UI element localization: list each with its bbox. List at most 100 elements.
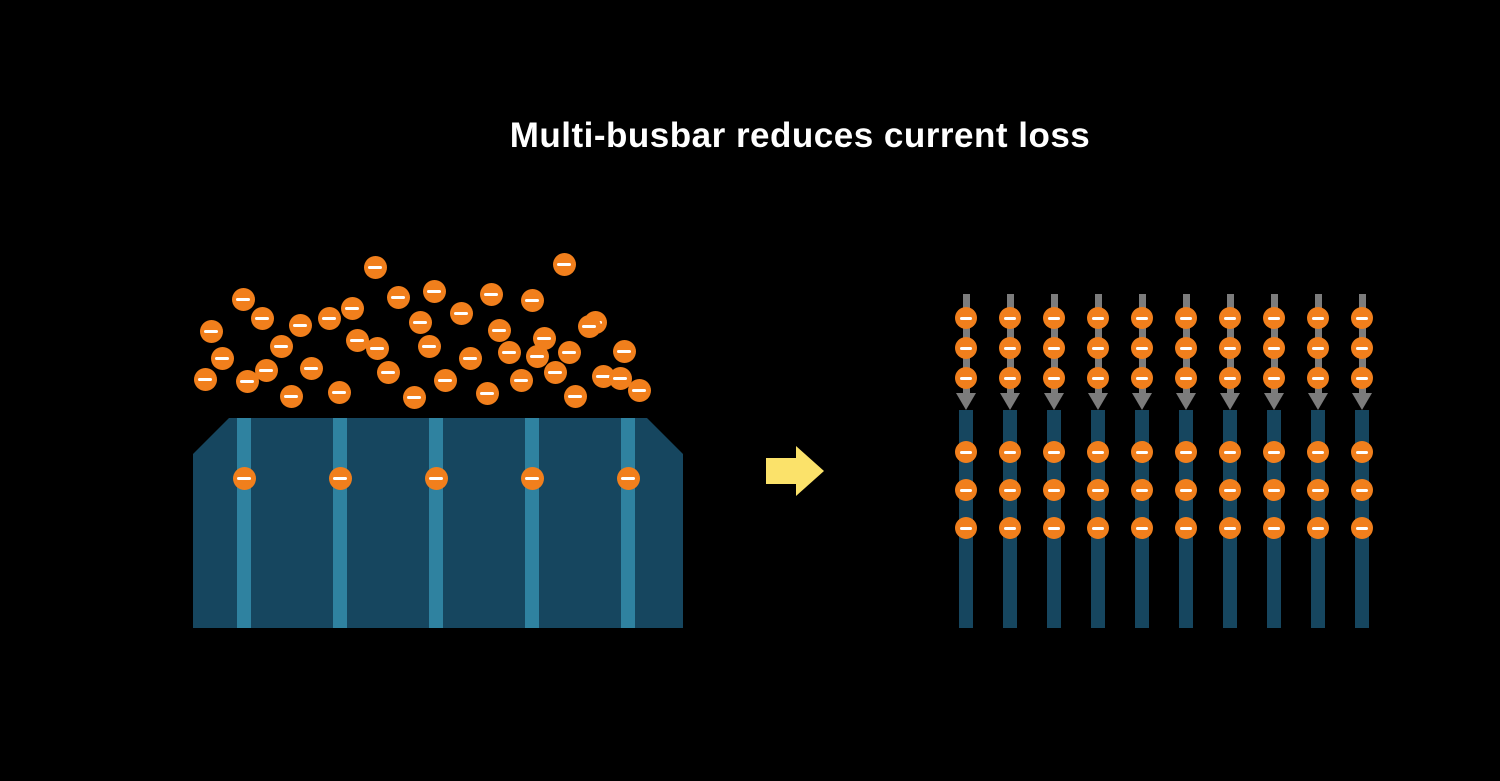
busbar-electron	[328, 466, 352, 490]
conducted-electron	[1263, 479, 1285, 501]
free-electron	[235, 369, 259, 393]
incoming-electron	[955, 307, 977, 329]
busbar-stripe	[237, 418, 251, 628]
incoming-electron	[1087, 337, 1109, 359]
free-electron	[288, 313, 312, 337]
incoming-electron	[1351, 337, 1373, 359]
conducted-electron	[1351, 479, 1373, 501]
conducted-electron	[1307, 441, 1329, 463]
free-electron	[363, 255, 387, 279]
free-electron	[210, 346, 234, 370]
down-arrow-head-icon	[1176, 393, 1196, 410]
conducted-electron	[1219, 517, 1241, 539]
incoming-electron	[1175, 307, 1197, 329]
down-arrow-head-icon	[1220, 393, 1240, 410]
free-electron	[345, 328, 369, 352]
down-arrow-head-icon	[1352, 393, 1372, 410]
incoming-electron	[1175, 337, 1197, 359]
free-electron	[479, 282, 503, 306]
free-electron	[525, 344, 549, 368]
free-electron	[627, 378, 651, 402]
free-electron	[386, 285, 410, 309]
conducted-electron	[1263, 441, 1285, 463]
down-arrow-head-icon	[1264, 393, 1284, 410]
incoming-electron	[999, 307, 1021, 329]
down-arrow-head-icon	[1132, 393, 1152, 410]
free-electron	[269, 334, 293, 358]
busbar-stripe	[621, 418, 635, 628]
incoming-electron	[999, 367, 1021, 389]
conducted-electron	[955, 441, 977, 463]
free-electron	[557, 340, 581, 364]
busbar-electron	[616, 466, 640, 490]
free-electron	[231, 287, 255, 311]
free-electron	[199, 319, 223, 343]
incoming-electron	[1351, 307, 1373, 329]
conducted-electron	[1043, 441, 1065, 463]
conducted-electron	[1351, 441, 1373, 463]
free-electron	[612, 339, 636, 363]
conducted-electron	[1087, 441, 1109, 463]
conducted-electron	[1219, 441, 1241, 463]
incoming-electron	[955, 367, 977, 389]
incoming-electron	[1219, 337, 1241, 359]
incoming-electron	[1263, 367, 1285, 389]
incoming-electron	[1043, 307, 1065, 329]
incoming-electron	[955, 337, 977, 359]
down-arrow-head-icon	[1044, 393, 1064, 410]
free-electron	[417, 334, 441, 358]
conducted-electron	[1263, 517, 1285, 539]
busbar-stripe	[333, 418, 347, 628]
incoming-electron	[1131, 307, 1153, 329]
free-electron	[608, 366, 632, 390]
incoming-electron	[1087, 307, 1109, 329]
free-electron	[327, 380, 351, 404]
free-electron	[402, 385, 426, 409]
conducted-electron	[1131, 517, 1153, 539]
conducted-electron	[999, 441, 1021, 463]
down-arrow-head-icon	[1088, 393, 1108, 410]
down-arrow-head-icon	[1308, 393, 1328, 410]
incoming-electron	[1307, 307, 1329, 329]
free-electron	[299, 356, 323, 380]
free-electron	[497, 340, 521, 364]
incoming-electron	[1307, 337, 1329, 359]
free-electron	[408, 310, 432, 334]
conducted-electron	[1351, 517, 1373, 539]
free-electron	[577, 314, 601, 338]
free-electron	[317, 306, 341, 330]
incoming-electron	[1131, 337, 1153, 359]
free-electron	[254, 358, 278, 382]
incoming-electron	[1263, 337, 1285, 359]
conducted-electron	[1307, 479, 1329, 501]
conducted-electron	[1087, 517, 1109, 539]
incoming-electron	[1263, 307, 1285, 329]
standard-solar-cell	[193, 418, 683, 628]
conducted-electron	[955, 517, 977, 539]
free-electron	[532, 326, 556, 350]
transition-arrow-head-icon	[796, 446, 824, 496]
free-electron	[520, 288, 544, 312]
transition-arrow-icon	[766, 458, 796, 484]
busbar-stripe	[525, 418, 539, 628]
free-electron	[422, 279, 446, 303]
free-electron	[365, 336, 389, 360]
down-arrow-head-icon	[956, 393, 976, 410]
free-electron	[193, 367, 217, 391]
free-electron	[552, 252, 576, 276]
busbar-stripe	[429, 418, 443, 628]
conducted-electron	[1175, 441, 1197, 463]
incoming-electron	[1043, 367, 1065, 389]
incoming-electron	[1307, 367, 1329, 389]
incoming-electron	[1043, 337, 1065, 359]
incoming-electron	[999, 337, 1021, 359]
free-electron	[376, 360, 400, 384]
free-electron	[563, 384, 587, 408]
conducted-electron	[999, 517, 1021, 539]
free-electron	[340, 296, 364, 320]
conducted-electron	[1131, 441, 1153, 463]
incoming-electron	[1219, 367, 1241, 389]
conducted-electron	[1219, 479, 1241, 501]
conducted-electron	[1175, 517, 1197, 539]
